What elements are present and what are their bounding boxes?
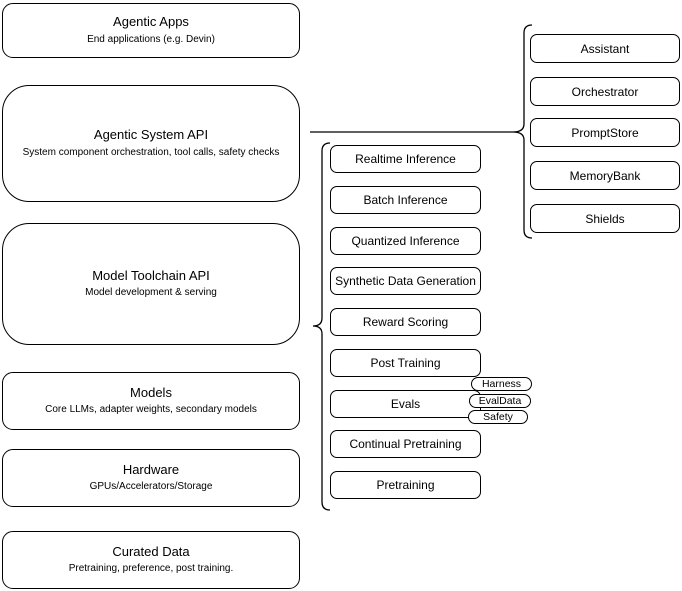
node-title: Agentic Apps	[113, 14, 189, 30]
tag-harness: Harness	[471, 377, 532, 391]
node-hardware: Hardware GPUs/Accelerators/Storage	[2, 449, 300, 507]
node-models: Models Core LLMs, adapter weights, secon…	[2, 372, 300, 430]
node-label: Synthetic Data Generation	[335, 274, 476, 288]
node-pretraining: Pretraining	[330, 471, 481, 499]
node-title: Agentic System API	[93, 127, 209, 143]
node-shields: Shields	[530, 204, 680, 233]
node-synthetic-data-generation: Synthetic Data Generation	[330, 267, 481, 295]
node-label: Realtime Inference	[355, 152, 456, 166]
tag-label: Safety	[483, 411, 513, 423]
node-reward-scoring: Reward Scoring	[330, 308, 481, 336]
node-model-toolchain-api: Model Toolchain API Model development & …	[2, 223, 300, 345]
node-realtime-inference: Realtime Inference	[330, 145, 481, 173]
node-label: Quantized Inference	[351, 234, 460, 248]
node-label: MemoryBank	[569, 168, 641, 183]
node-subtitle: GPUs/Accelerators/Storage	[89, 481, 213, 493]
node-orchestrator: Orchestrator	[530, 77, 680, 106]
node-title: Models	[130, 384, 172, 400]
node-agentic-apps: Agentic Apps End applications (e.g. Devi…	[2, 3, 300, 58]
node-curated-data: Curated Data Pretraining, preference, po…	[2, 531, 300, 589]
node-assistant: Assistant	[530, 34, 680, 63]
node-subtitle: End applications (e.g. Devin)	[87, 33, 215, 45]
node-evals: Evals	[330, 390, 481, 418]
node-post-training: Post Training	[330, 349, 481, 377]
node-title: Curated Data	[112, 543, 190, 559]
node-subtitle: Model development & serving	[85, 287, 217, 299]
node-memorybank: MemoryBank	[530, 161, 680, 190]
tag-evaldata: EvalData	[469, 394, 531, 408]
node-label: Pretraining	[376, 478, 435, 492]
node-subtitle: Core LLMs, adapter weights, secondary mo…	[45, 404, 257, 416]
node-label: Batch Inference	[363, 193, 448, 207]
node-subtitle: System component orchestration, tool cal…	[22, 146, 280, 158]
node-quantized-inference: Quantized Inference	[330, 227, 481, 255]
node-label: Evals	[390, 397, 421, 411]
node-promptstore: PromptStore	[530, 118, 680, 147]
node-subtitle: Pretraining, preference, post training.	[68, 563, 234, 575]
node-label: Reward Scoring	[362, 315, 449, 329]
node-agentic-system-api: Agentic System API System component orch…	[2, 85, 300, 202]
node-continual-pretraining: Continual Pretraining	[330, 430, 481, 458]
node-label: Continual Pretraining	[349, 437, 462, 451]
brace-middle-group	[312, 142, 331, 511]
node-batch-inference: Batch Inference	[330, 186, 481, 214]
node-label: Shields	[585, 211, 625, 226]
node-title: Hardware	[122, 461, 180, 477]
tag-safety: Safety	[468, 410, 528, 424]
node-title: Model Toolchain API	[92, 267, 210, 283]
node-label: Orchestrator	[571, 84, 639, 99]
node-label: Post Training	[370, 356, 441, 370]
tag-label: Harness	[481, 378, 522, 390]
tag-label: EvalData	[478, 395, 522, 407]
node-label: Assistant	[580, 41, 630, 56]
node-label: PromptStore	[571, 125, 639, 140]
